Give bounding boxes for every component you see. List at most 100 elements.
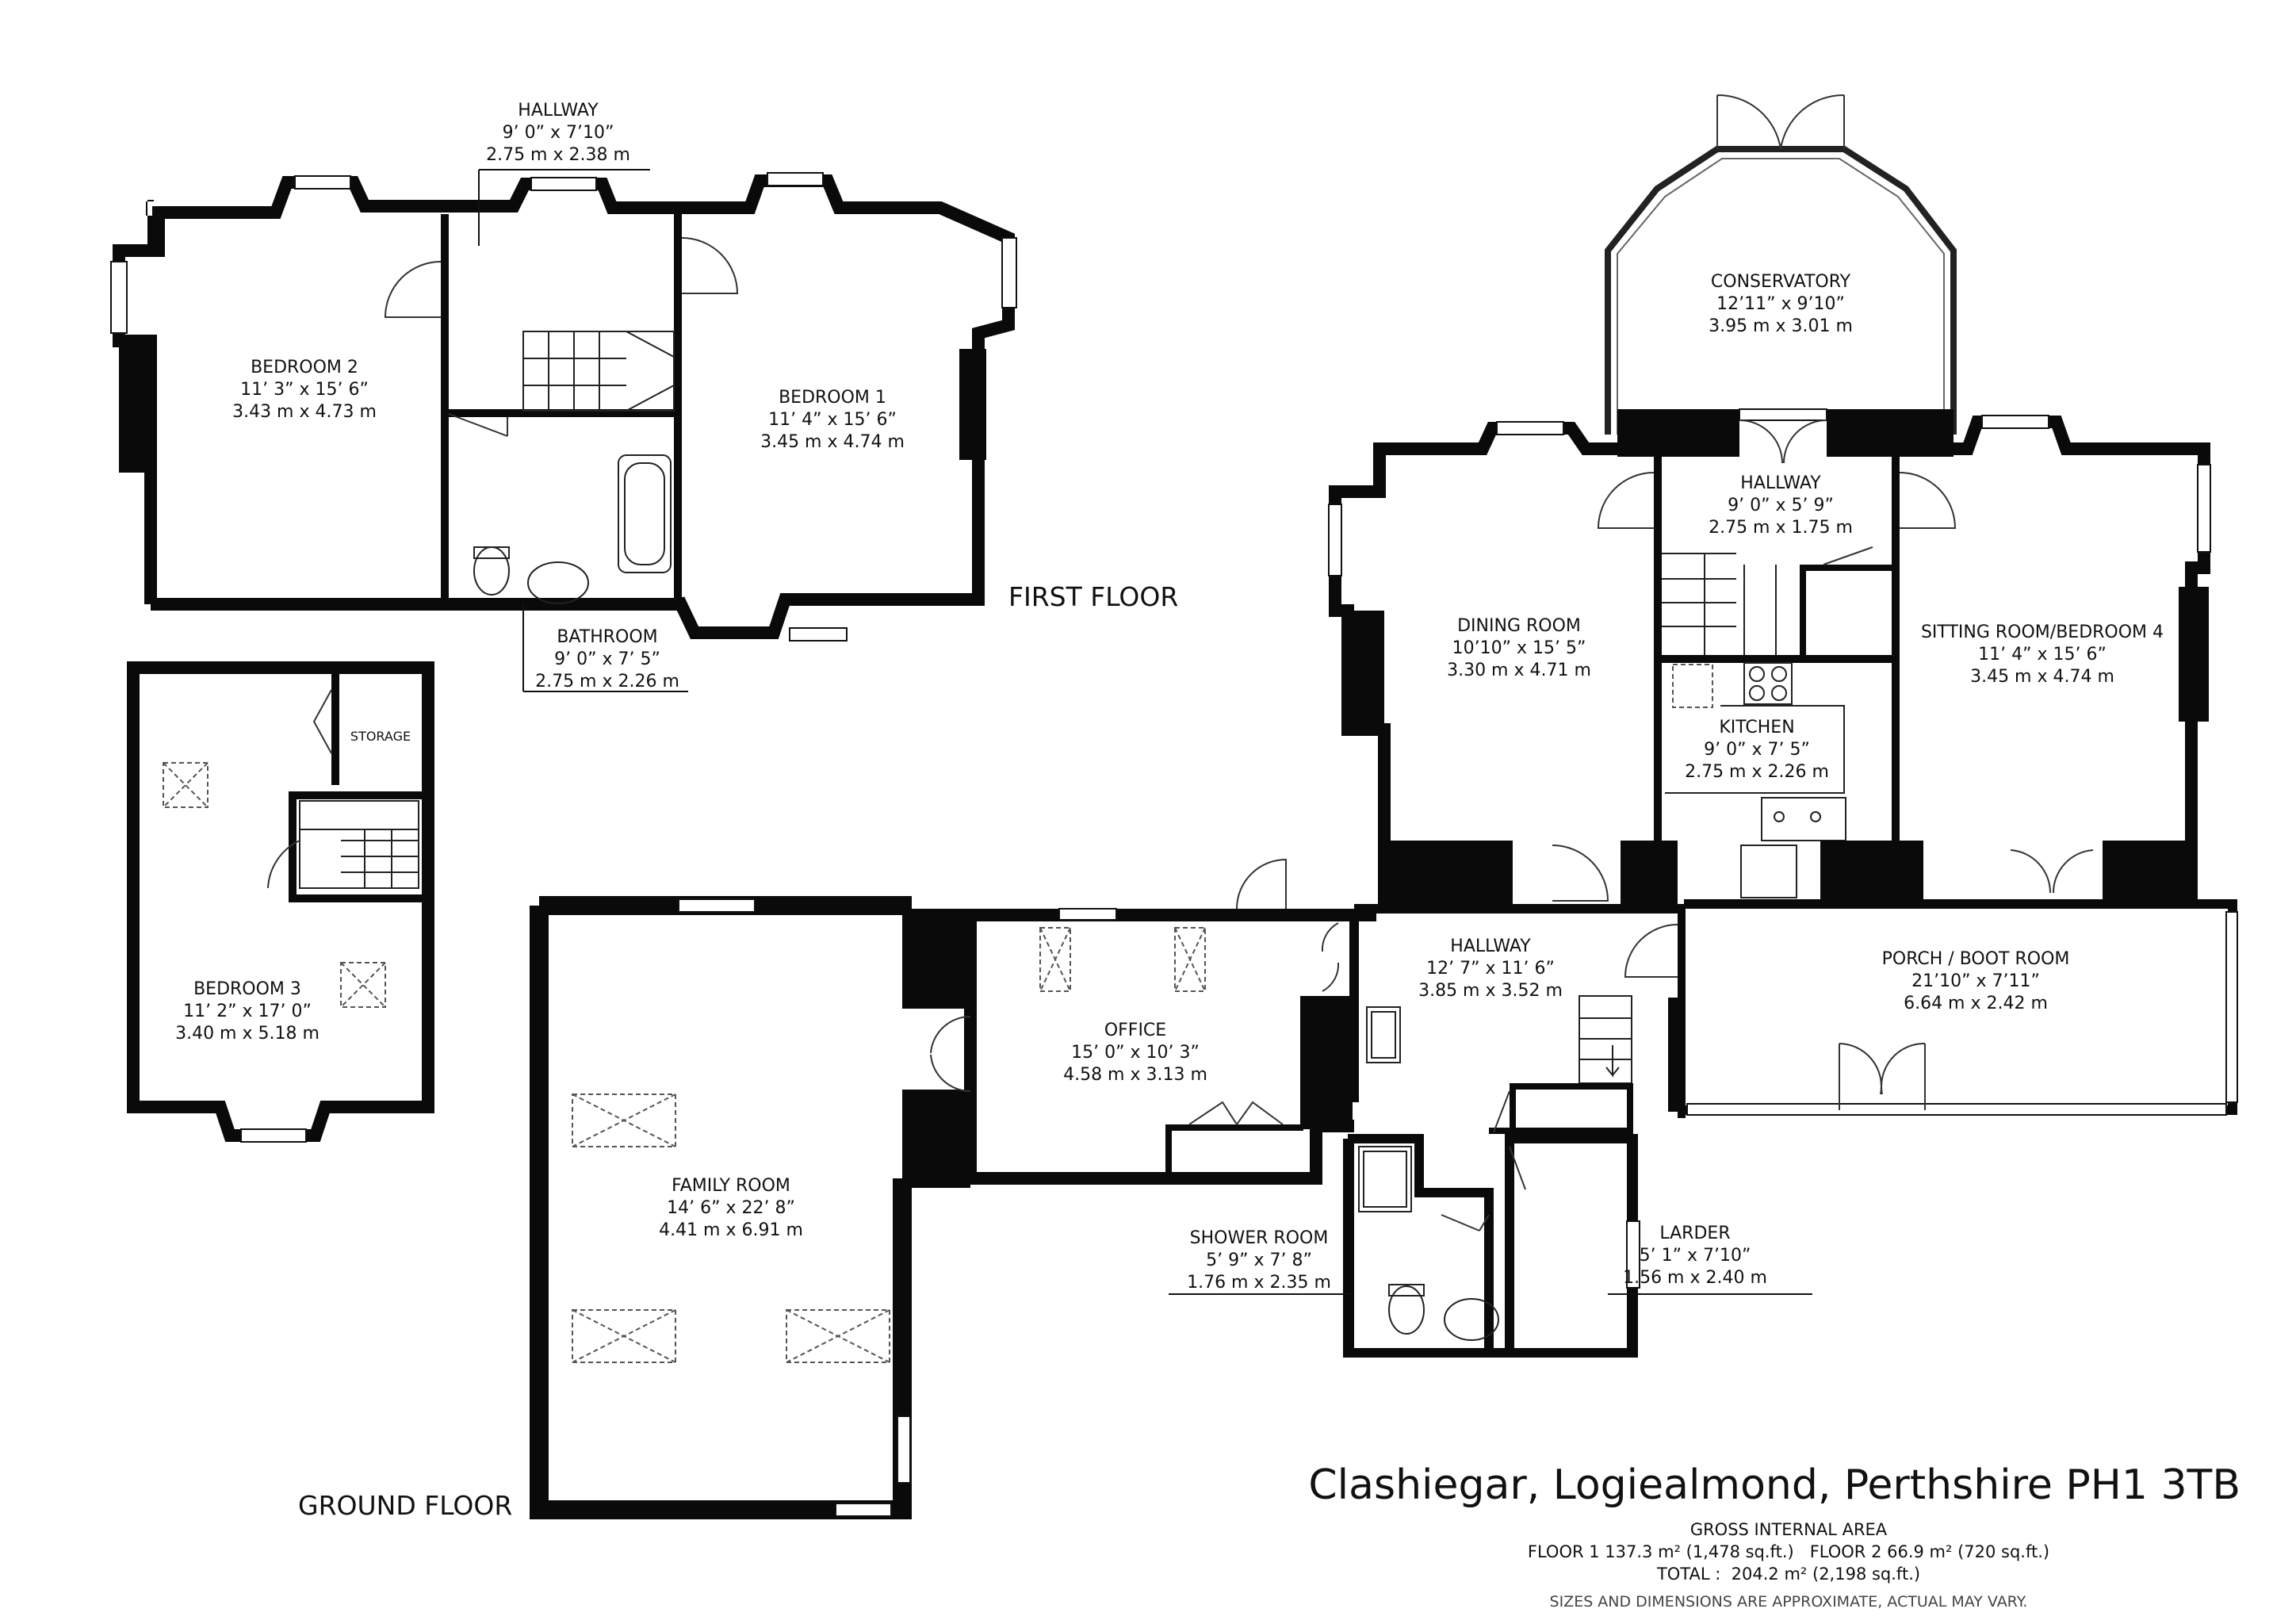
room-name-bedroom3: BEDROOM 3 <box>193 979 301 999</box>
room-metric-sitting: 3.45 m x 4.74 m <box>1970 667 2114 687</box>
wall-front <box>1378 841 1513 904</box>
wall-internal <box>1800 565 1806 660</box>
room-name-hallway-rear: HALLWAY <box>1740 473 1821 493</box>
door-swing <box>681 237 739 294</box>
staircase <box>267 791 428 902</box>
wall-internal <box>1668 998 1684 1112</box>
door-swing <box>312 689 332 754</box>
room-imperial-conservatory: 12’11” x 9’10” <box>1716 294 1845 314</box>
room-name-dining: DINING ROOM <box>1457 616 1581 636</box>
door-swing <box>1441 1214 1490 1231</box>
toilet <box>473 546 510 596</box>
hall-cupboard <box>1366 1006 1401 1063</box>
chimney-breast <box>119 341 151 473</box>
room-metric-bedroom2: 3.43 m x 4.73 m <box>232 402 377 422</box>
room-metric-porch: 6.64 m x 2.42 m <box>1904 994 2048 1013</box>
wall-internal <box>331 674 339 785</box>
hob-ring <box>1771 685 1787 701</box>
skylight <box>163 762 209 808</box>
window <box>767 172 824 186</box>
wall-front <box>902 909 970 1009</box>
window <box>678 898 756 913</box>
ground-floor-main <box>1169 408 2238 1358</box>
wall-internal <box>1510 1083 1516 1139</box>
room-imperial-larder: 5’ 1” x 7’10” <box>1640 1246 1751 1266</box>
window <box>1739 408 1827 421</box>
room-imperial-bedroom1: 11’ 4” x 15’ 6” <box>768 410 897 430</box>
window <box>897 1415 911 1484</box>
conservatory-frame-inner <box>1617 158 1945 435</box>
shower-tray <box>1358 1146 1412 1212</box>
skylight <box>786 1309 890 1363</box>
room-imperial-office: 15’ 0” x 10’ 3” <box>1071 1043 1200 1063</box>
wall-internal <box>1348 1139 1354 1353</box>
room-imperial-hallway-ground: 12’ 7” x 11’ 6” <box>1426 959 1555 979</box>
wall-internal <box>1165 1124 1172 1178</box>
wall-internal <box>1516 1083 1633 1090</box>
room-metric-bedroom3: 3.40 m x 5.18 m <box>175 1024 320 1044</box>
sink-tap <box>1810 811 1821 822</box>
room-metric-family: 4.41 m x 6.91 m <box>659 1220 803 1240</box>
chimney-breast <box>2179 587 2209 722</box>
skylight <box>340 962 386 1008</box>
room-metric-hallway-first: 2.75 m x 2.38 m <box>486 145 630 165</box>
door-swing <box>1188 1101 1284 1126</box>
window <box>1686 1103 2227 1116</box>
wall-front <box>1300 996 1353 1129</box>
room-metric-hallway-ground: 3.85 m x 3.52 m <box>1418 981 1563 1001</box>
room-metric-bedroom1: 3.45 m x 4.74 m <box>760 432 905 452</box>
hob-ring <box>1771 666 1787 682</box>
room-name-kitchen: KITCHEN <box>1719 718 1794 737</box>
door-swing <box>1493 1090 1510 1133</box>
room-imperial-bedroom2: 11’ 3” x 15’ 6” <box>240 380 369 400</box>
skylight <box>1174 927 1206 992</box>
room-imperial-hallway-first: 9’ 0” x 7’10” <box>503 123 614 143</box>
chimney-breast <box>959 349 986 460</box>
room-name-larder: LARDER <box>1659 1224 1730 1243</box>
wall-internal <box>1892 457 1900 898</box>
room-name-sitting: SITTING ROOM/BEDROOM 4 <box>1921 622 2164 642</box>
window <box>1981 415 2049 429</box>
room-imperial-sitting: 11’ 4” x 15’ 6” <box>1978 645 2107 665</box>
toilet-cistern <box>473 546 510 559</box>
door-swing <box>1552 845 1609 902</box>
wall-internal <box>441 214 449 603</box>
room-imperial-hallway-rear: 9’ 0” x 5’ 9” <box>1728 496 1834 515</box>
first-floor-bedroom3 <box>127 661 434 1143</box>
wall-front <box>902 1090 970 1188</box>
room-imperial-bathroom: 9’ 0” x 7’ 5” <box>554 649 660 669</box>
door-swing <box>1823 546 1873 565</box>
window <box>835 1503 892 1517</box>
hob <box>1743 662 1793 705</box>
basin <box>1444 1298 1499 1341</box>
first-floor-main <box>110 169 1017 692</box>
room-name-hallway-first: HALLWAY <box>518 101 599 121</box>
door-swing <box>448 413 508 437</box>
wall-rear <box>1827 409 1954 457</box>
room-imperial-bedroom3: 11’ 2” x 17’ 0” <box>183 1002 312 1021</box>
wall-internal <box>1654 457 1662 898</box>
room-imperial-kitchen: 9’ 0” x 7’ 5” <box>1704 740 1810 760</box>
window <box>294 175 351 190</box>
room-metric-conservatory: 3.95 m x 3.01 m <box>1709 316 1853 336</box>
window <box>2225 911 2238 1103</box>
hall-cupboard-inner <box>1371 1011 1396 1059</box>
toilet-cistern <box>1388 1284 1425 1297</box>
wall-internal <box>1489 1128 1627 1134</box>
room-metric-office: 4.58 m x 3.13 m <box>1063 1065 1207 1085</box>
chimney-breast <box>1348 611 1384 730</box>
door-swing <box>384 261 442 318</box>
outer-wall-sitting <box>1954 416 2210 906</box>
window <box>1496 421 1564 435</box>
outer-wall-larder <box>1505 1134 1638 1358</box>
room-name-family: FAMILY ROOM <box>672 1176 790 1196</box>
hob-ring <box>1749 666 1765 682</box>
wall-internal <box>1800 565 1892 571</box>
conservatory <box>1605 94 1957 435</box>
door-swing <box>1597 472 1655 529</box>
window <box>530 177 597 191</box>
door-swing <box>930 1015 971 1093</box>
room-imperial-porch: 21’10” x 7’11” <box>1911 971 2040 991</box>
conservatory-frame <box>1605 146 1957 435</box>
